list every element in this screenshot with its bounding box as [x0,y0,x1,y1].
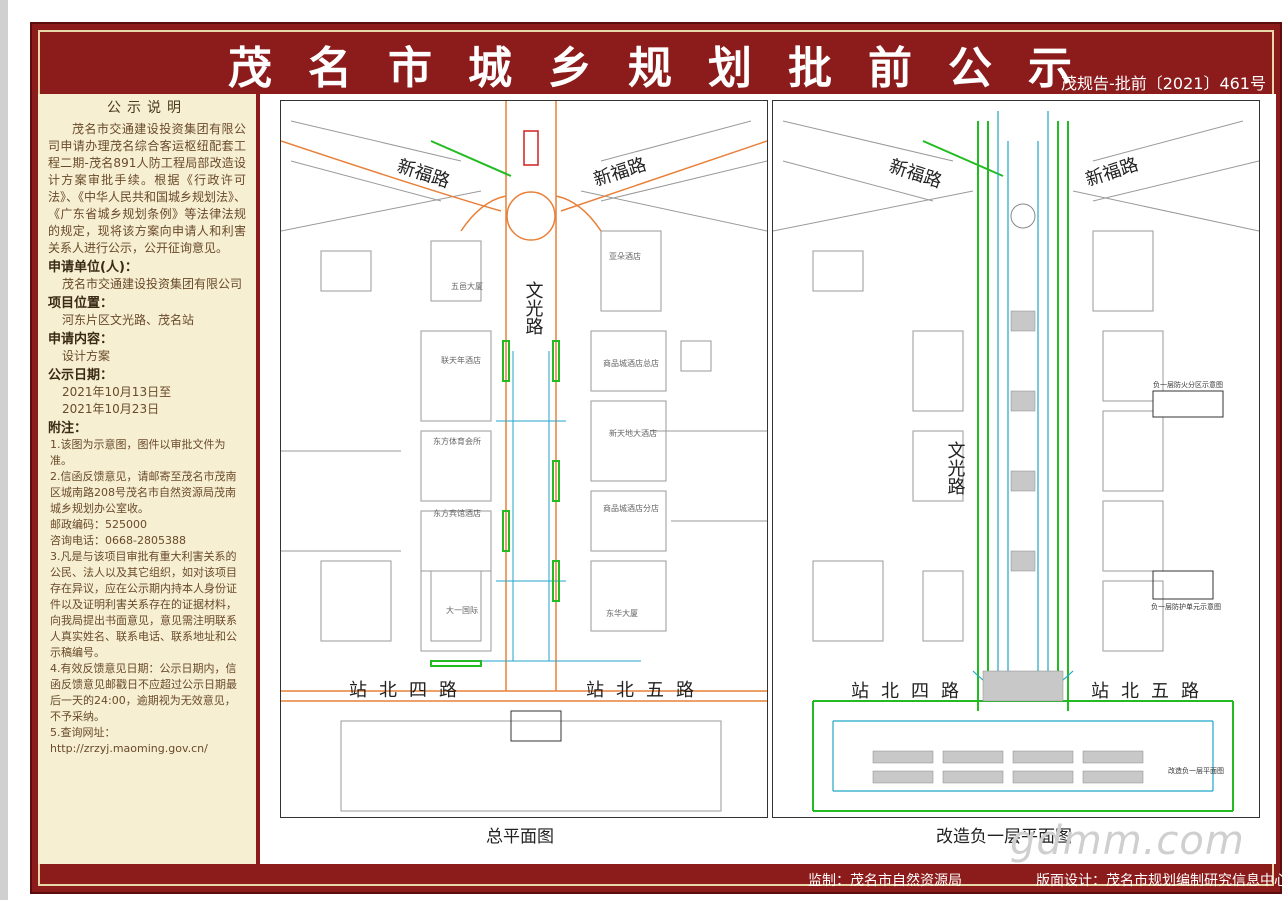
watermark: gdmm.com [1010,818,1245,864]
legend-box-fire [1152,390,1224,418]
road-wenguang: 文光路 [523,281,544,335]
b-road-zhanbei4: 站北四路 [851,681,971,702]
note-4: 4.有效反馈意见日期：公示日期内，信函反馈意见邮戳日不应超过公示日期最后一天的2… [50,662,237,723]
applicant-value: 茂名市交通建设投资集团有限公司 [62,277,243,291]
roundabout-outline [1010,203,1036,229]
b-road-xinfu-left: 新福路 [886,156,944,193]
legend-plan-label: 改造负一层平面图 [1168,766,1224,775]
station-entrance [523,130,539,166]
label-shangpin1: 商品城酒店总店 [603,358,659,368]
label-lianhe: 联天年酒店 [441,355,481,365]
label-dongfang1: 东方体育会所 [433,436,481,446]
notice-code: 茂规告-批前〔2021〕461号 [1060,74,1266,93]
b-road-wenguang: 文光路 [945,441,966,495]
legend-fire-label: 负一层防火分区示意图 [1153,380,1223,389]
phone: 咨询电话：0668-2805388 [50,534,186,547]
content-label: 申请内容： [48,332,114,347]
b-road-zhanbei5: 站北五路 [1091,681,1211,702]
legend-protect-label: 负一层防护单元示意图 [1151,602,1221,611]
label-dayi: 大一国际 [446,605,478,615]
location-value: 河东片区文光路、茂名站 [62,313,195,327]
content-value: 设计方案 [62,349,111,363]
roundabout [506,191,556,241]
intro-text: 茂名市交通建设投资集团有限公司申请办理茂名综合客运枢纽配套工程二期-茂名891人… [48,122,247,255]
label-wuyi: 五邑大厦 [451,281,483,291]
road-zhanbei5: 站北五路 [586,680,706,701]
page-title: 茂名市城乡规划批前公示 [228,43,1108,94]
note-1: 1.该图为示意图，图件以审批文件为准。 [50,438,226,467]
legend-box-protect [1152,570,1214,600]
label-shangpin2: 商品城酒店分店 [603,503,659,513]
date-start: 2021年10月13日至 [62,385,172,399]
label-yayuan: 亚朵酒店 [609,251,641,261]
notes-label: 附注： [48,421,88,436]
notice-sidebar: 公示说明 茂名市交通建设投资集团有限公司申请办理茂名综合客运枢纽配套工程二期-茂… [38,94,256,864]
plans-area: 新福路 新福路 站北四路 站北五路 文光路 五邑大厦 联天年酒店 东方体育会所 … [260,94,1276,864]
date-end: 2021年10月23日 [62,402,160,416]
window-edge [0,0,8,900]
label-xintian: 新天地大酒店 [609,428,657,438]
site-plan-drawing: 新福路 新福路 站北四路 站北五路 文光路 五邑大厦 联天年酒店 东方体育会所 … [281,101,767,812]
note-5: 5.查询网址： [50,726,116,739]
footer-supervise: 监制：茂名市自然资源局 [808,873,962,889]
query-url[interactable]: http://zrzyj.maoming.gov.cn/ [50,742,208,755]
site-plan-panel: 新福路 新福路 站北四路 站北五路 文光路 五邑大厦 联天年酒店 东方体育会所 … [280,100,768,818]
road-xinfu-right: 新福路 [591,154,649,191]
road-zhanbei4: 站北四路 [349,680,469,701]
basement-plan-drawing: 新福路 新福路 站北四路 站北五路 文光路 负一层防火分区示意图 负一层防护单元… [773,111,1259,812]
location-label: 项目位置： [48,296,114,311]
note-3: 3.凡是与该项目审批有重大利害关系的公民、法人以及其它组织，如对该项目存在异议，… [50,550,237,659]
applicant-label: 申请单位(人)： [48,260,138,275]
footer: 监制：茂名市自然资源局 版面设计：茂名市规划编制研究信息中心 [38,868,1288,890]
label-donghua: 东华大厦 [606,608,638,618]
note-2: 2.信函反馈意见，请邮寄至茂名市茂南区城南路208号茂名市自然资源局茂南城乡规划… [50,470,237,515]
date-label: 公示日期： [48,368,114,383]
label-dongfang2: 东方宾馆酒店 [433,508,481,518]
sidebar-title: 公示说明 [107,100,187,116]
header: 茂名市城乡规划批前公示 茂规告-批前〔2021〕461号 [38,30,1274,94]
footer-design: 版面设计：茂名市规划编制研究信息中心 [1036,873,1288,889]
b-road-xinfu-right: 新福路 [1083,154,1141,191]
basement-plan-panel: 新福路 新福路 站北四路 站北五路 文光路 负一层防火分区示意图 负一层防护单元… [772,100,1260,818]
site-plan-caption: 总平面图 [486,827,554,847]
postcode: 邮政编码：525000 [50,518,147,531]
basement-plan-caption: 改造负一层平面图 [936,827,1072,847]
